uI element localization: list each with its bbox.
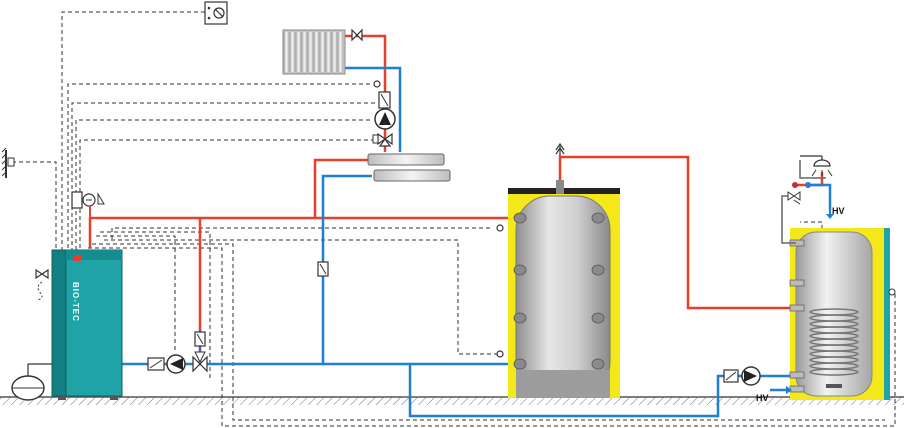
hv-label-top: HV bbox=[832, 206, 845, 216]
supply-pipes bbox=[88, 34, 824, 330]
hydraulic-separator bbox=[367, 153, 451, 182]
outdoor-sensor-icon bbox=[1, 147, 15, 178]
buffer-tank-port bbox=[513, 212, 527, 224]
dhw-coil-loop bbox=[809, 368, 859, 376]
temperature-sensor-icon bbox=[496, 224, 504, 358]
hv-label-bottom: HV bbox=[756, 393, 769, 403]
expansion-vessel-icon bbox=[11, 363, 52, 401]
radiator-fin bbox=[307, 30, 314, 74]
radiator-fin bbox=[301, 30, 308, 74]
safety-group-icon bbox=[71, 191, 105, 218]
hv-inlet-arrow-icon bbox=[770, 386, 792, 394]
radiator-fin bbox=[337, 30, 344, 74]
buffer-tank-port bbox=[513, 264, 527, 276]
radiator-fin bbox=[283, 30, 290, 74]
radiator-fin bbox=[319, 30, 326, 74]
radiator-fin bbox=[289, 30, 296, 74]
thermostatic-mixing-valve-icon bbox=[787, 182, 811, 205]
dhw-pump-icon bbox=[741, 366, 761, 386]
bypass-check-valve-icon bbox=[317, 261, 329, 277]
radiator-valve-icon bbox=[351, 28, 363, 42]
buffer-tank-port bbox=[591, 312, 605, 324]
three-way-mixing-valve-icon bbox=[372, 132, 393, 147]
radiator-fin bbox=[313, 30, 320, 74]
boiler-mixing-valve-icon bbox=[192, 331, 208, 373]
boiler: BIO-TEC bbox=[51, 249, 123, 400]
dhw-tank bbox=[789, 228, 896, 400]
heating-circuit-thermometer-icon bbox=[373, 80, 381, 88]
radiator-fin bbox=[331, 30, 338, 74]
dhw-outlet-pipe bbox=[781, 160, 826, 244]
boiler-check-valve-icon bbox=[147, 357, 165, 371]
buffer-tank-port bbox=[513, 312, 527, 324]
check-valve-icon bbox=[378, 91, 391, 109]
radiator-icon bbox=[282, 29, 346, 75]
boiler-drain-valve-icon bbox=[35, 268, 49, 301]
dhw-check-valve-icon bbox=[723, 369, 739, 383]
buffer-tank-port bbox=[591, 358, 605, 370]
boiler-pump-icon bbox=[166, 354, 186, 374]
ground bbox=[0, 396, 904, 405]
air-vent-icon bbox=[555, 142, 565, 156]
boiler-brand-label: BIO-TEC bbox=[71, 282, 80, 322]
room-thermostat-icon bbox=[204, 1, 228, 25]
shower-icon bbox=[800, 155, 833, 177]
radiator-fin bbox=[325, 30, 332, 74]
circulation-pump-icon bbox=[374, 108, 396, 130]
radiator-fin bbox=[295, 30, 302, 74]
cold-water-arrow-icon bbox=[826, 210, 834, 219]
buffer-tank-port bbox=[513, 358, 527, 370]
buffer-tank-port bbox=[591, 264, 605, 276]
buffer-tank bbox=[508, 180, 620, 398]
buffer-tank-port bbox=[591, 212, 605, 224]
